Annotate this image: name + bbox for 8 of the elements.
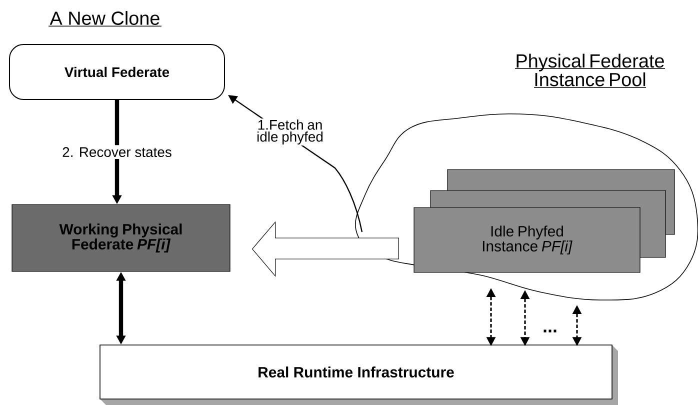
heading: A New Clone <box>48 11 162 27</box>
edge-label: 2. Recover states <box>60 145 174 160</box>
node-label: Physical Federate Instance Pool <box>516 54 664 86</box>
infrastructure-bar: Real Runtime Infrastructure <box>100 344 618 405</box>
working-box: Working Physical Federate PF[i] <box>12 204 230 272</box>
instance-box: Idle Phyfed Instance PF[i] <box>414 207 640 273</box>
rounded-box: Virtual Federate <box>9 44 225 100</box>
edge-label: 1.Fetch an idle phyfed <box>249 118 331 146</box>
